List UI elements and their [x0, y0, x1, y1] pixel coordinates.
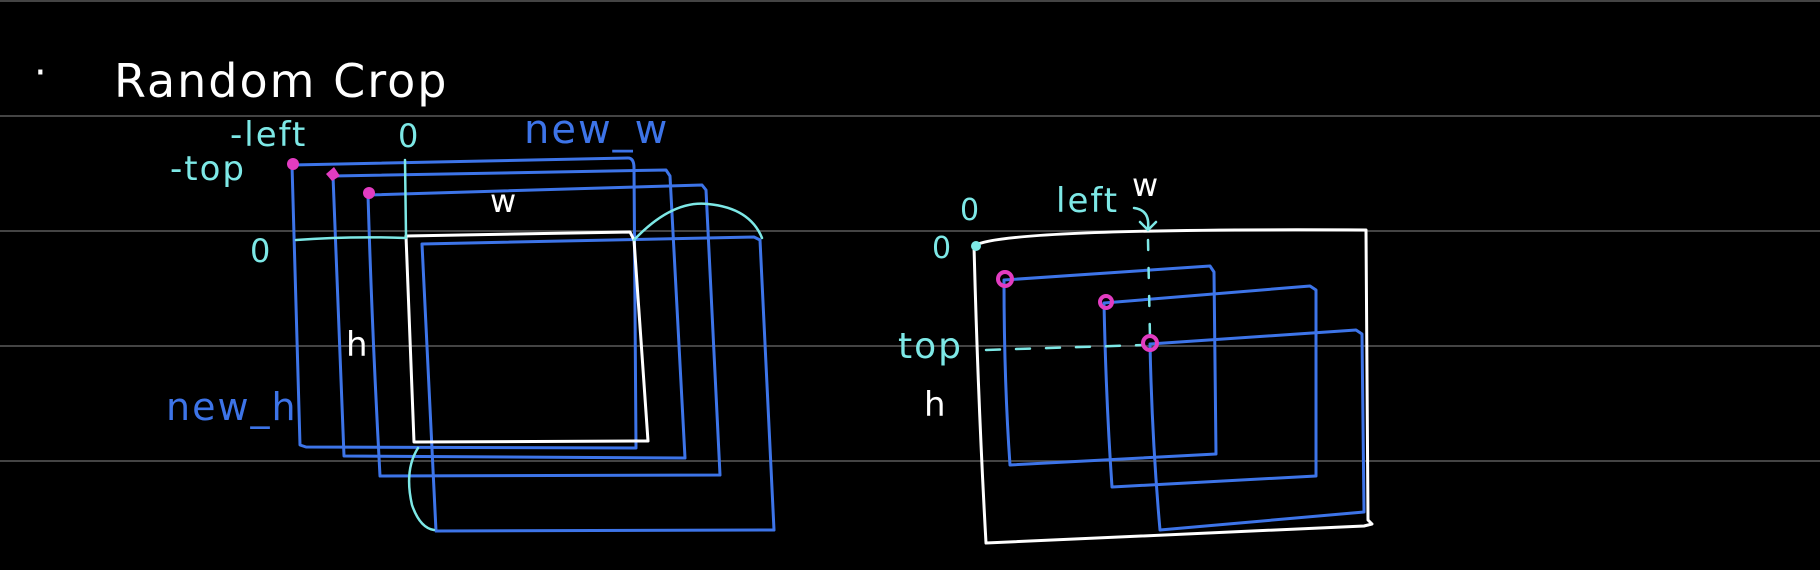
crop-origin-point-2: [1098, 294, 1114, 310]
label-zero-y: 0: [932, 231, 953, 266]
label-zero-x: 0: [960, 193, 981, 228]
image-box: [404, 230, 650, 444]
title: · Random Crop: [34, 50, 448, 108]
label-new-w: new_w: [524, 107, 669, 153]
crop-origin-point-1: [287, 158, 299, 170]
label-zero-y: 0: [250, 232, 272, 270]
label-new-h: new_h: [166, 385, 298, 429]
label-neg-left: -left: [230, 115, 307, 155]
padding-arc-bottom: [407, 446, 436, 532]
label-h: h: [346, 325, 370, 365]
crop-origin-point-3: [1141, 334, 1159, 352]
crop-box-1: [290, 156, 638, 450]
left-diagram: -left -top 0 0 new_w w h new_h: [166, 107, 776, 533]
crop-box-3: [366, 183, 722, 478]
title-bullet: ·: [34, 50, 49, 96]
left-arrow: [1132, 206, 1158, 232]
left-dashed-guide: [1146, 238, 1152, 340]
origin-point: [971, 241, 981, 251]
label-top: top: [898, 326, 963, 367]
padding-guide-vertical: [403, 158, 408, 238]
crop-origin-point-2: [326, 167, 340, 181]
image-box: [972, 228, 1374, 545]
right-diagram: 0 0 left w top h: [898, 166, 1374, 545]
label-neg-top: -top: [170, 149, 246, 189]
top-dashed-guide: [984, 343, 1146, 352]
crop-origin-point-1: [996, 270, 1014, 288]
padding-guide-top: [294, 236, 408, 242]
crop-box-1: [1002, 264, 1218, 467]
crop-box-3: [1148, 328, 1366, 532]
padding-arc-right: [632, 202, 764, 242]
crop-origin-point-3: [363, 187, 375, 199]
label-w: w: [490, 182, 518, 220]
label-h: h: [924, 385, 948, 425]
label-left: left: [1056, 181, 1119, 221]
crop-box-4: [420, 235, 776, 533]
label-zero-x: 0: [398, 117, 420, 155]
title-text: Random Crop: [114, 54, 448, 108]
crop-box-2: [331, 168, 687, 460]
label-w: w: [1132, 166, 1160, 204]
crop-box-2: [1102, 284, 1318, 489]
ruled-lines: [0, 0, 1820, 462]
